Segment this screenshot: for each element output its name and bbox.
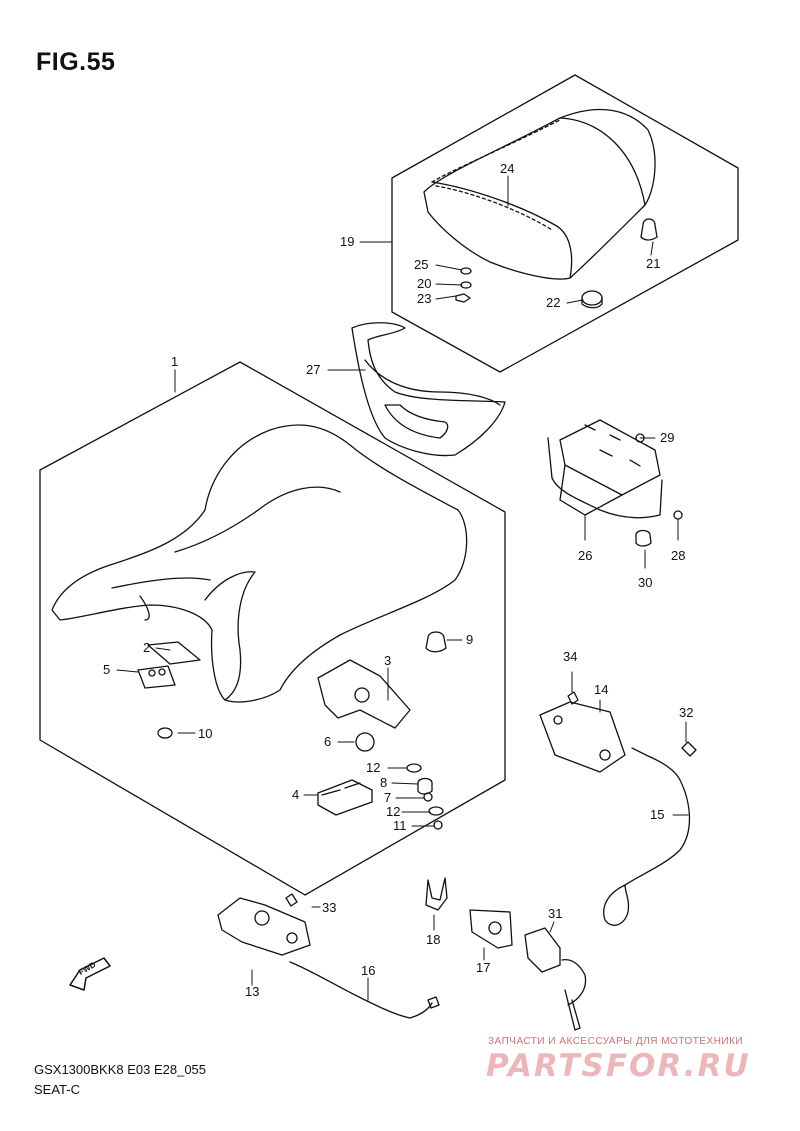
callout-15: 15 — [650, 807, 664, 822]
callout-6: 6 — [324, 734, 331, 749]
callout-18: 18 — [426, 932, 440, 947]
callout-14: 14 — [594, 682, 608, 697]
watermark-tagline: ЗАПЧАСТИ И АКСЕССУАРЫ ДЛЯ МОТОТЕХНИКИ — [488, 1036, 744, 1047]
pillion-seat-frame — [391, 74, 739, 373]
callout-22: 22 — [546, 295, 560, 310]
callout-3: 3 — [384, 653, 391, 668]
callout-1: 1 — [171, 354, 178, 369]
callout-17: 17 — [476, 960, 490, 975]
main-seat-frame — [39, 361, 506, 896]
callout-31: 31 — [548, 906, 562, 921]
bracket-18-drawing — [425, 877, 448, 911]
callout-27: 27 — [306, 362, 320, 377]
figure-title: FIG.55 — [36, 48, 116, 76]
callout-25: 25 — [414, 257, 428, 272]
callout-28: 28 — [671, 548, 685, 563]
callout-29: 29 — [660, 430, 674, 445]
fwd-arrow-icon — [69, 957, 111, 991]
callout-13: 13 — [245, 984, 259, 999]
latch-bracket-drawing — [547, 419, 683, 547]
lower-latch-drawing — [217, 893, 311, 956]
callout-34: 34 — [563, 649, 577, 664]
callout-24: 24 — [500, 161, 514, 176]
callout-9: 9 — [466, 632, 473, 647]
bracket-17-drawing — [469, 909, 513, 949]
callout-12a: 12 — [366, 760, 380, 775]
cable-15-drawing — [603, 741, 697, 926]
callout-2: 2 — [143, 640, 150, 655]
callout-26: 26 — [578, 548, 592, 563]
callout-21: 21 — [646, 256, 660, 271]
callout-4: 4 — [292, 787, 299, 802]
callout-33: 33 — [322, 900, 336, 915]
callout-16: 16 — [361, 963, 375, 978]
pillion-fasteners — [455, 218, 658, 309]
callout-5: 5 — [103, 662, 110, 677]
callout-numbers: 1 2 3 4 5 6 7 8 9 10 11 12 12 13 14 15 1… — [103, 161, 693, 999]
callout-8: 8 — [380, 775, 387, 790]
callout-7: 7 — [384, 790, 391, 805]
callout-19: 19 — [340, 234, 354, 249]
callout-30: 30 — [638, 575, 652, 590]
cable-16-drawing — [289, 961, 440, 1019]
section-name: SEAT-C — [34, 1082, 80, 1097]
watermark-logo: PARTSFOR.RU — [486, 1048, 751, 1084]
callout-23: 23 — [417, 291, 431, 306]
pillion-seat-drawing — [423, 108, 656, 280]
callout-10: 10 — [198, 726, 212, 741]
grab-rail-drawing — [351, 322, 506, 457]
callout-11: 11 — [393, 818, 407, 833]
callout-12b: 12 — [386, 804, 400, 819]
callout-20: 20 — [417, 276, 431, 291]
leader-lines — [116, 175, 689, 1001]
key-cylinder-drawing — [524, 927, 587, 1031]
callout-32: 32 — [679, 705, 693, 720]
seat-lower-parts — [137, 631, 447, 830]
seat-lock-drawing — [539, 691, 626, 773]
model-code: GSX1300BKK8 E03 E28_055 — [34, 1062, 207, 1077]
main-seat-drawing — [51, 424, 468, 703]
